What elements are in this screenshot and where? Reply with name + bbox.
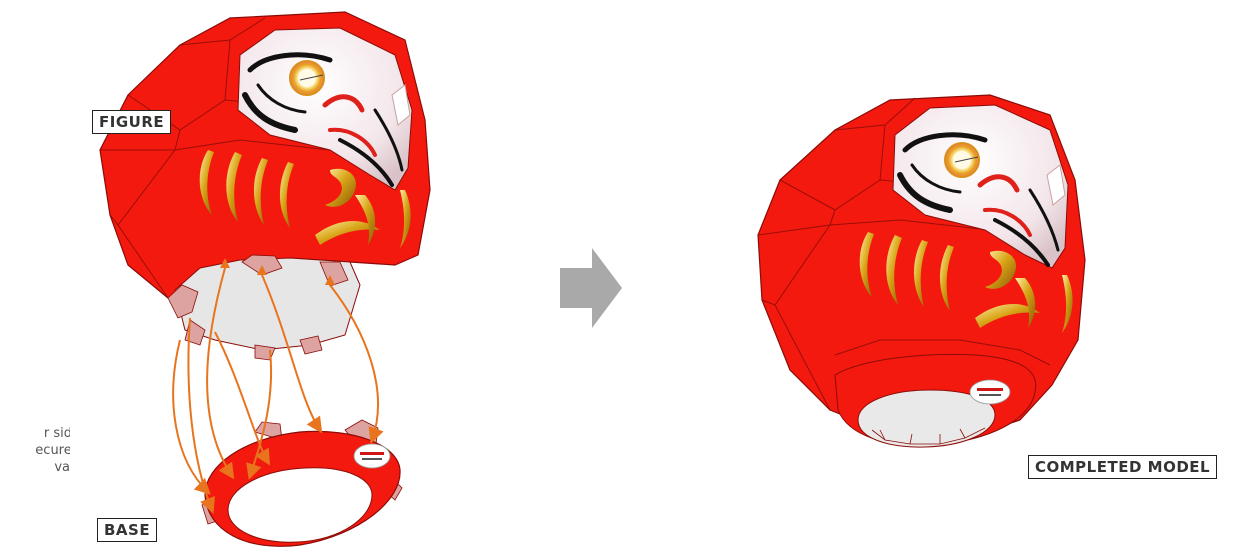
completed-logo-sticker [970,380,1010,404]
base-logo-sticker [354,444,390,468]
figure-label: FIGURE [92,110,171,134]
completed-model [758,95,1085,447]
figure-part [100,12,430,360]
base-label: BASE [97,518,157,542]
completed-model-label: COMPLETED MODEL [1028,455,1217,479]
right-arrow-icon [560,248,622,328]
